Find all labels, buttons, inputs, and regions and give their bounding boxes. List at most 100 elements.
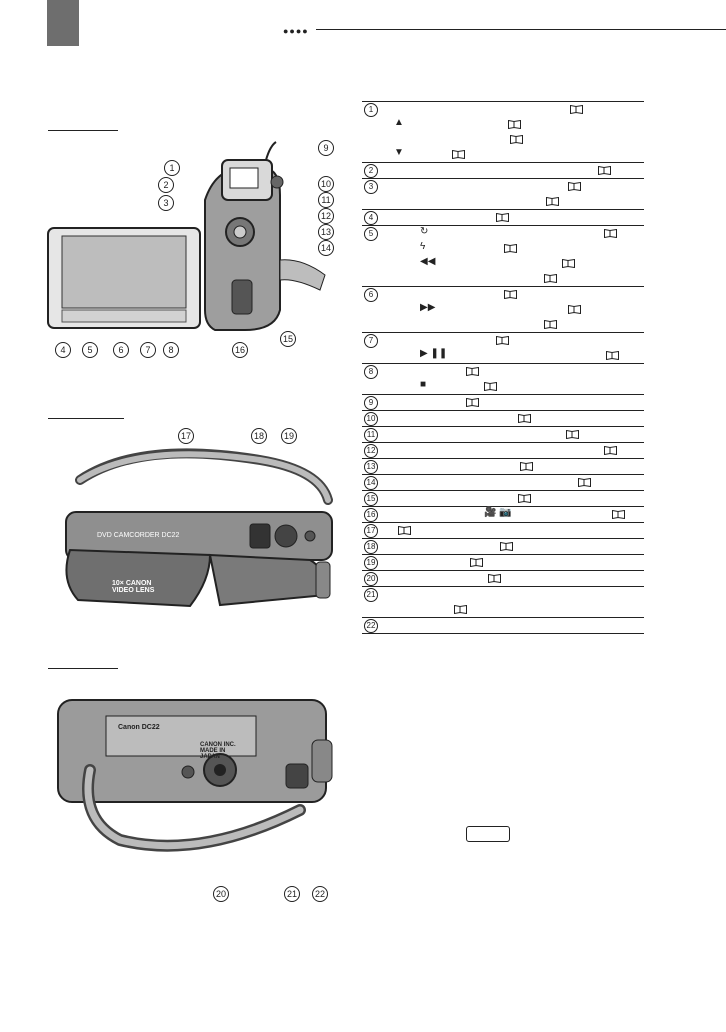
callout-15: 15	[280, 331, 296, 347]
parts-line: 11	[362, 427, 644, 442]
part-number: 14	[364, 476, 378, 490]
parts-row: 7▶ ❚❚	[362, 333, 644, 364]
parts-line: ϟ	[362, 241, 644, 256]
button-symbol-icon: 🎥 📷	[484, 507, 512, 518]
page-reference-icon	[496, 336, 509, 345]
parts-line: 4	[362, 210, 644, 225]
parts-line: 17	[362, 523, 644, 538]
part-number: 19	[364, 556, 378, 570]
parts-line: 13	[362, 459, 644, 474]
parts-line: 20	[362, 571, 644, 586]
button-symbol-icon: ↻	[420, 226, 429, 237]
parts-row: 6▶▶	[362, 287, 644, 333]
page-reference-icon	[518, 414, 531, 423]
parts-row: 10	[362, 411, 644, 427]
parts-line: ■	[362, 379, 644, 394]
page-reference-icon	[568, 182, 581, 191]
page-reference-icon	[508, 120, 521, 129]
parts-line	[362, 132, 644, 147]
page-reference-icon	[578, 478, 591, 487]
key-badge	[466, 826, 510, 842]
header-ornament: ●●●●	[283, 26, 309, 36]
parts-row: 17	[362, 523, 644, 539]
part-number: 12	[364, 444, 378, 458]
page-reference-icon	[398, 526, 411, 535]
button-symbol-icon: ▶ ❚❚	[420, 348, 448, 359]
page-reference-icon	[452, 150, 465, 159]
page-reference-icon	[566, 430, 579, 439]
callout-17: 17	[178, 428, 194, 444]
button-symbol-icon: ◀◀	[420, 256, 436, 267]
page-reference-icon	[544, 274, 557, 283]
part-number: 16	[364, 508, 378, 522]
parts-row: 19	[362, 555, 644, 571]
page-reference-icon	[504, 244, 517, 253]
page-reference-icon	[606, 351, 619, 360]
page-reference-icon	[612, 510, 625, 519]
parts-line: 3	[362, 179, 644, 194]
part-number: 22	[364, 619, 378, 633]
button-symbol-icon: ■	[420, 379, 427, 390]
part-number: 6	[364, 288, 378, 302]
part-number: 21	[364, 588, 378, 602]
parts-line	[362, 271, 644, 286]
section-rule-2	[48, 418, 124, 419]
parts-row: 16 🎥 📷	[362, 507, 644, 523]
page-reference-icon	[518, 494, 531, 503]
parts-line: ▶ ❚❚	[362, 348, 644, 363]
parts-line: 15	[362, 491, 644, 506]
page-reference-icon	[466, 367, 479, 376]
callout-18: 18	[251, 428, 267, 444]
parts-line: ◀◀	[362, 256, 644, 271]
callout-2: 2	[158, 177, 174, 193]
callout-14: 14	[318, 240, 334, 256]
page-reference-icon	[598, 166, 611, 175]
part-number: 1	[364, 103, 378, 117]
figure-top-view	[65, 448, 333, 608]
parts-line	[362, 602, 644, 617]
figure-bottom-view	[57, 699, 333, 852]
part-number: 2	[364, 164, 378, 178]
page-reference-icon	[500, 542, 513, 551]
page-reference-icon	[496, 213, 509, 222]
parts-line: ▼	[362, 147, 644, 162]
parts-line: ▶▶	[362, 302, 644, 317]
parts-line	[362, 317, 644, 332]
callout-22: 22	[312, 886, 328, 902]
bottom-maker-text: CANON INC. MADE IN JAPAN	[200, 742, 236, 760]
parts-line: 5↻	[362, 226, 644, 241]
parts-line: 22	[362, 618, 644, 633]
parts-line: 8	[362, 364, 644, 379]
parts-row: 13	[362, 459, 644, 475]
parts-line: 18	[362, 539, 644, 554]
part-number: 3	[364, 180, 378, 194]
parts-row: 14	[362, 475, 644, 491]
parts-row: 3	[362, 179, 644, 210]
parts-row: 2	[362, 163, 644, 179]
button-symbol-icon: ▲	[394, 117, 404, 128]
page-reference-icon	[520, 462, 533, 471]
part-number: 11	[364, 428, 378, 442]
page-reference-icon	[470, 558, 483, 567]
callout-19: 19	[281, 428, 297, 444]
callout-11: 11	[318, 192, 334, 208]
parts-line: 12	[362, 443, 644, 458]
parts-row: 5↻ϟ◀◀	[362, 226, 644, 287]
button-symbol-icon: ϟ	[420, 241, 426, 252]
part-number: 5	[364, 227, 378, 241]
parts-line	[362, 194, 644, 209]
callout-21: 21	[284, 886, 300, 902]
part-number: 4	[364, 211, 378, 225]
parts-row: 9	[362, 395, 644, 411]
parts-line: 6	[362, 287, 644, 302]
parts-line: 2	[362, 163, 644, 178]
section-rule-3	[48, 668, 118, 669]
top-body-text: DVD CAMCORDER DC22	[97, 532, 180, 539]
callout-9: 9	[318, 140, 334, 156]
callout-8: 8	[163, 342, 179, 358]
bottom-brand-text: Canon DC22	[118, 724, 160, 731]
parts-line: 14	[362, 475, 644, 490]
parts-row: 8■	[362, 364, 644, 395]
callout-4: 4	[55, 342, 71, 358]
parts-row: 18	[362, 539, 644, 555]
